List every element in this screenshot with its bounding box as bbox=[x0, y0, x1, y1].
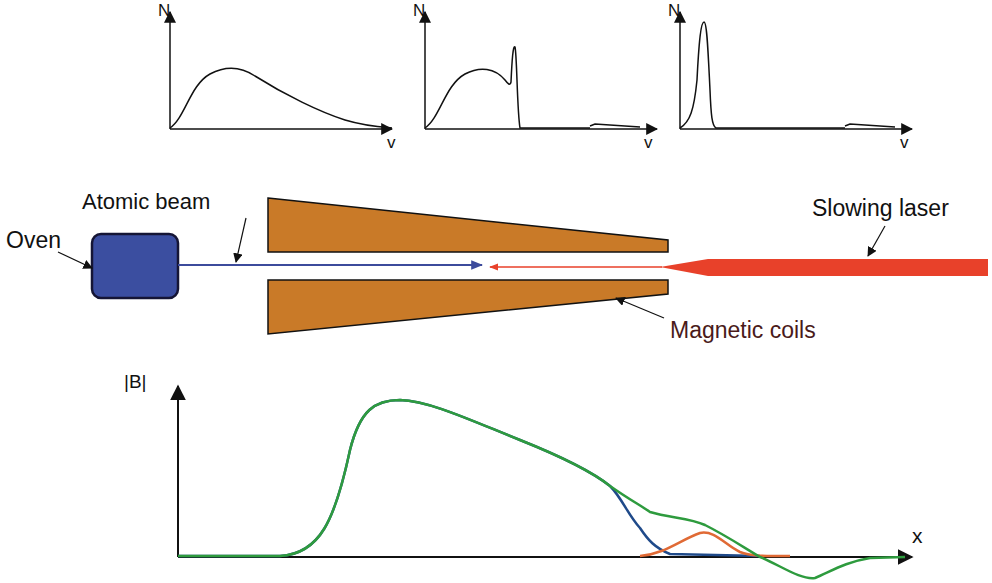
field-curve-green bbox=[178, 400, 905, 578]
velocity-curve bbox=[590, 124, 640, 127]
field-axes bbox=[178, 386, 912, 557]
axis-label: v bbox=[900, 134, 909, 153]
axis-label: N bbox=[413, 2, 425, 21]
leader-line bbox=[58, 252, 92, 268]
axis-label: x bbox=[912, 524, 923, 547]
axis-label: v bbox=[644, 134, 653, 153]
part-label: Oven bbox=[6, 228, 61, 253]
axis bbox=[177, 386, 179, 557]
coil-lower bbox=[268, 280, 668, 334]
velocity-curve bbox=[680, 22, 845, 128]
axis-label: |B| bbox=[124, 372, 147, 393]
field-curve-blue bbox=[178, 400, 760, 556]
axis-label: N bbox=[668, 2, 680, 21]
axis-label: v bbox=[387, 134, 396, 153]
part-label: Magnetic coils bbox=[670, 318, 816, 343]
leaders bbox=[58, 218, 885, 318]
part-label: Atomic beam bbox=[82, 190, 210, 214]
atomic-beam bbox=[178, 264, 482, 266]
velocity-curve bbox=[170, 68, 392, 128]
axis-label: N bbox=[158, 2, 170, 21]
axis bbox=[169, 12, 171, 129]
oven-box bbox=[92, 234, 178, 298]
velocity-curve bbox=[425, 47, 590, 128]
leader-line bbox=[616, 298, 664, 318]
field-curve-orange bbox=[640, 533, 790, 556]
axis bbox=[424, 12, 426, 129]
axis bbox=[170, 128, 392, 130]
leader-line bbox=[868, 226, 885, 256]
axis bbox=[679, 12, 681, 129]
leader-line bbox=[236, 218, 246, 262]
distribution-plots bbox=[170, 12, 912, 129]
velocity-curve bbox=[845, 124, 895, 127]
laser-beam bbox=[490, 266, 662, 268]
coil-upper bbox=[268, 198, 668, 252]
part-label: Slowing laser bbox=[812, 196, 949, 221]
laser-arrow bbox=[660, 259, 988, 276]
